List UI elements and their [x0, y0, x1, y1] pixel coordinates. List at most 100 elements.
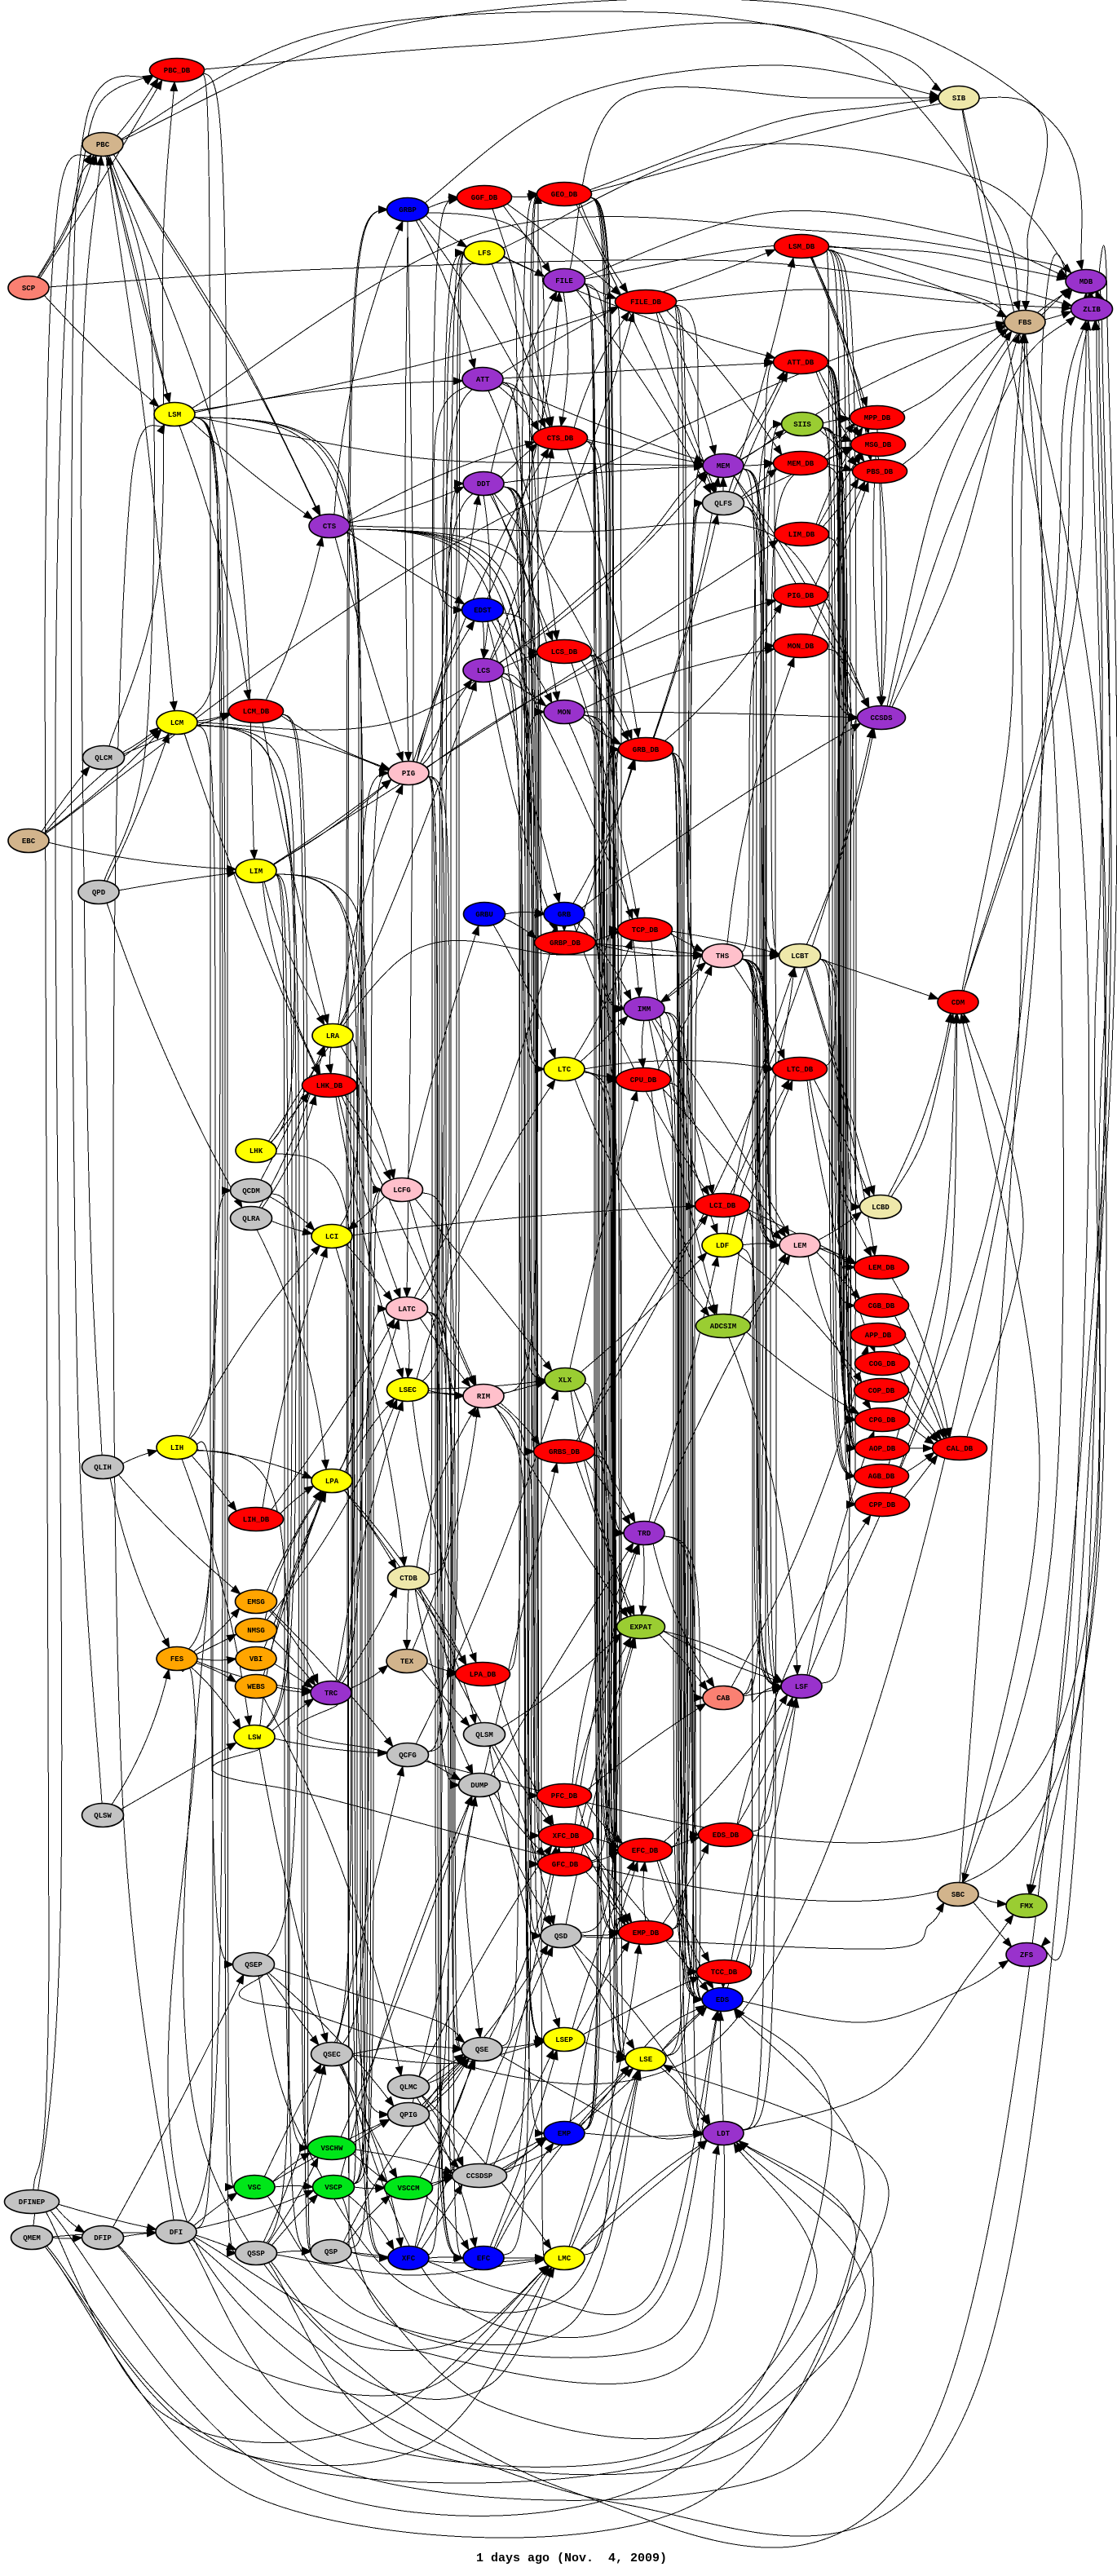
svg-text:LCBD: LCBD: [872, 1204, 890, 1212]
svg-text:DUMP: DUMP: [470, 1782, 488, 1790]
svg-text:PBS_DB: PBS_DB: [867, 468, 894, 476]
svg-text:LPA_DB: LPA_DB: [470, 1671, 497, 1679]
svg-text:QPIG: QPIG: [400, 2111, 417, 2119]
svg-text:FES: FES: [170, 1655, 184, 1664]
svg-text:QSEP: QSEP: [245, 1961, 263, 1969]
svg-text:GRB_DB: GRB_DB: [633, 746, 660, 754]
svg-text:LSM: LSM: [168, 411, 181, 419]
svg-text:CTS: CTS: [323, 523, 337, 531]
svg-text:SIB: SIB: [952, 95, 966, 103]
svg-text:APP_DB: APP_DB: [865, 1332, 892, 1340]
svg-text:LSF: LSF: [795, 1683, 808, 1691]
svg-text:LIH: LIH: [170, 1444, 183, 1452]
svg-text:QLSW: QLSW: [94, 1812, 112, 1820]
svg-text:LSW: LSW: [248, 1734, 262, 1742]
svg-text:DFIP: DFIP: [94, 2234, 112, 2242]
svg-text:RIM: RIM: [477, 1393, 490, 1401]
svg-text:GRBS_DB: GRBS_DB: [549, 1448, 580, 1456]
svg-text:CAL_DB: CAL_DB: [947, 1445, 974, 1453]
svg-text:DDT: DDT: [477, 480, 491, 488]
svg-text:AOP_DB: AOP_DB: [869, 1445, 896, 1453]
svg-text:CGB_DB: CGB_DB: [868, 1302, 895, 1310]
svg-text:CDM: CDM: [951, 999, 965, 1007]
svg-text:VSC: VSC: [248, 2184, 262, 2192]
svg-text:GRBU: GRBU: [475, 911, 493, 919]
svg-text:LDT: LDT: [717, 2130, 731, 2138]
svg-text:TRC: TRC: [325, 1690, 338, 1698]
svg-text:GGF_DB: GGF_DB: [471, 194, 498, 202]
svg-text:MDB: MDB: [1079, 278, 1093, 286]
svg-text:LCM: LCM: [170, 719, 183, 727]
svg-text:ZFS: ZFS: [1020, 1951, 1034, 1960]
svg-text:LCM_DB: LCM_DB: [243, 708, 270, 716]
svg-text:CPG_DB: CPG_DB: [869, 1416, 896, 1425]
svg-text:QCFG: QCFG: [399, 1752, 417, 1760]
svg-text:MSG_DB: MSG_DB: [865, 441, 892, 449]
svg-text:LCFG: LCFG: [393, 1186, 411, 1195]
svg-text:XFC_DB: XFC_DB: [553, 1832, 580, 1840]
svg-text:LMC: LMC: [558, 2255, 572, 2263]
svg-text:LPA: LPA: [325, 1478, 339, 1486]
svg-text:EMP_DB: EMP_DB: [633, 1929, 660, 1938]
svg-text:LDF: LDF: [716, 1242, 729, 1250]
svg-text:VBI: VBI: [249, 1655, 263, 1664]
svg-text:MEM: MEM: [717, 462, 730, 471]
svg-text:LCI_DB: LCI_DB: [709, 1202, 736, 1210]
svg-text:FMX: FMX: [1020, 1902, 1034, 1911]
svg-text:COG_DB: COG_DB: [869, 1360, 896, 1368]
svg-text:QLFS: QLFS: [714, 500, 732, 508]
svg-text:VSCCM: VSCCM: [397, 2185, 419, 2193]
svg-text:GRBP_DB: GRBP_DB: [550, 939, 581, 948]
svg-text:CTDB: CTDB: [400, 1575, 417, 1583]
svg-text:LCS_DB: LCS_DB: [551, 648, 578, 656]
svg-text:EDS: EDS: [716, 1996, 730, 2004]
svg-text:EFC: EFC: [477, 2255, 491, 2263]
svg-text:EXPAT: EXPAT: [629, 1624, 652, 1632]
svg-text:CTS_DB: CTS_DB: [547, 435, 574, 443]
svg-text:EBC: EBC: [22, 837, 36, 846]
svg-text:LIM: LIM: [249, 868, 263, 876]
svg-text:LHK_DB: LHK_DB: [316, 1082, 343, 1090]
svg-text:QSEC: QSEC: [323, 2051, 341, 2059]
svg-text:EDS_DB: EDS_DB: [713, 1831, 740, 1840]
svg-text:SIIS: SIIS: [793, 421, 811, 429]
svg-text:SCP: SCP: [22, 285, 36, 293]
svg-text:TCP_DB: TCP_DB: [632, 926, 659, 935]
svg-text:LRA: LRA: [326, 1032, 340, 1041]
svg-text:FBS: FBS: [1018, 319, 1032, 327]
svg-text:DFI: DFI: [170, 2229, 183, 2237]
svg-text:QSP: QSP: [325, 2248, 338, 2256]
svg-text:ZLIB: ZLIB: [1083, 306, 1101, 314]
svg-text:LEM: LEM: [793, 1242, 806, 1250]
svg-text:QLCM: QLCM: [95, 754, 113, 762]
svg-text:QLSM: QLSM: [475, 1731, 493, 1739]
svg-text:MPP_DB: MPP_DB: [864, 414, 891, 422]
svg-text:PFC_DB: PFC_DB: [551, 1792, 578, 1801]
svg-text:LIH_DB: LIH_DB: [243, 1516, 270, 1524]
svg-text:TEX: TEX: [400, 1658, 414, 1666]
svg-text:CPU_DB: CPU_DB: [630, 1076, 657, 1085]
svg-text:COP_DB: COP_DB: [868, 1387, 895, 1395]
svg-text:TRD: TRD: [638, 1530, 651, 1538]
svg-text:LCBT: LCBT: [791, 952, 809, 961]
svg-text:GFC_DB: GFC_DB: [552, 1861, 579, 1869]
svg-text:AGB_DB: AGB_DB: [868, 1473, 895, 1481]
svg-text:IMM: IMM: [638, 1005, 651, 1014]
svg-text:LSEP: LSEP: [555, 2036, 573, 2044]
svg-text:LIM_DB: LIM_DB: [788, 531, 815, 539]
svg-text:GRB: GRB: [558, 911, 572, 919]
svg-text:QSE: QSE: [475, 2046, 489, 2054]
svg-text:XFC: XFC: [402, 2255, 416, 2263]
svg-text:EMSG: EMSG: [247, 1598, 265, 1606]
svg-text:EFC_DB: EFC_DB: [632, 1847, 659, 1855]
svg-text:QLRA: QLRA: [242, 1215, 260, 1223]
svg-text:CPP_DB: CPP_DB: [869, 1501, 896, 1509]
svg-text:FILE_DB: FILE_DB: [630, 298, 661, 307]
svg-text:QLIH: QLIH: [94, 1464, 112, 1472]
svg-text:LSM_DB: LSM_DB: [788, 243, 815, 251]
svg-text:VSCHW: VSCHW: [320, 2145, 343, 2153]
svg-text:GEO_DB: GEO_DB: [551, 191, 578, 199]
svg-text:MON: MON: [558, 709, 571, 717]
svg-text:ADCSIM: ADCSIM: [710, 1323, 736, 1331]
svg-text:LFS: LFS: [478, 250, 492, 258]
